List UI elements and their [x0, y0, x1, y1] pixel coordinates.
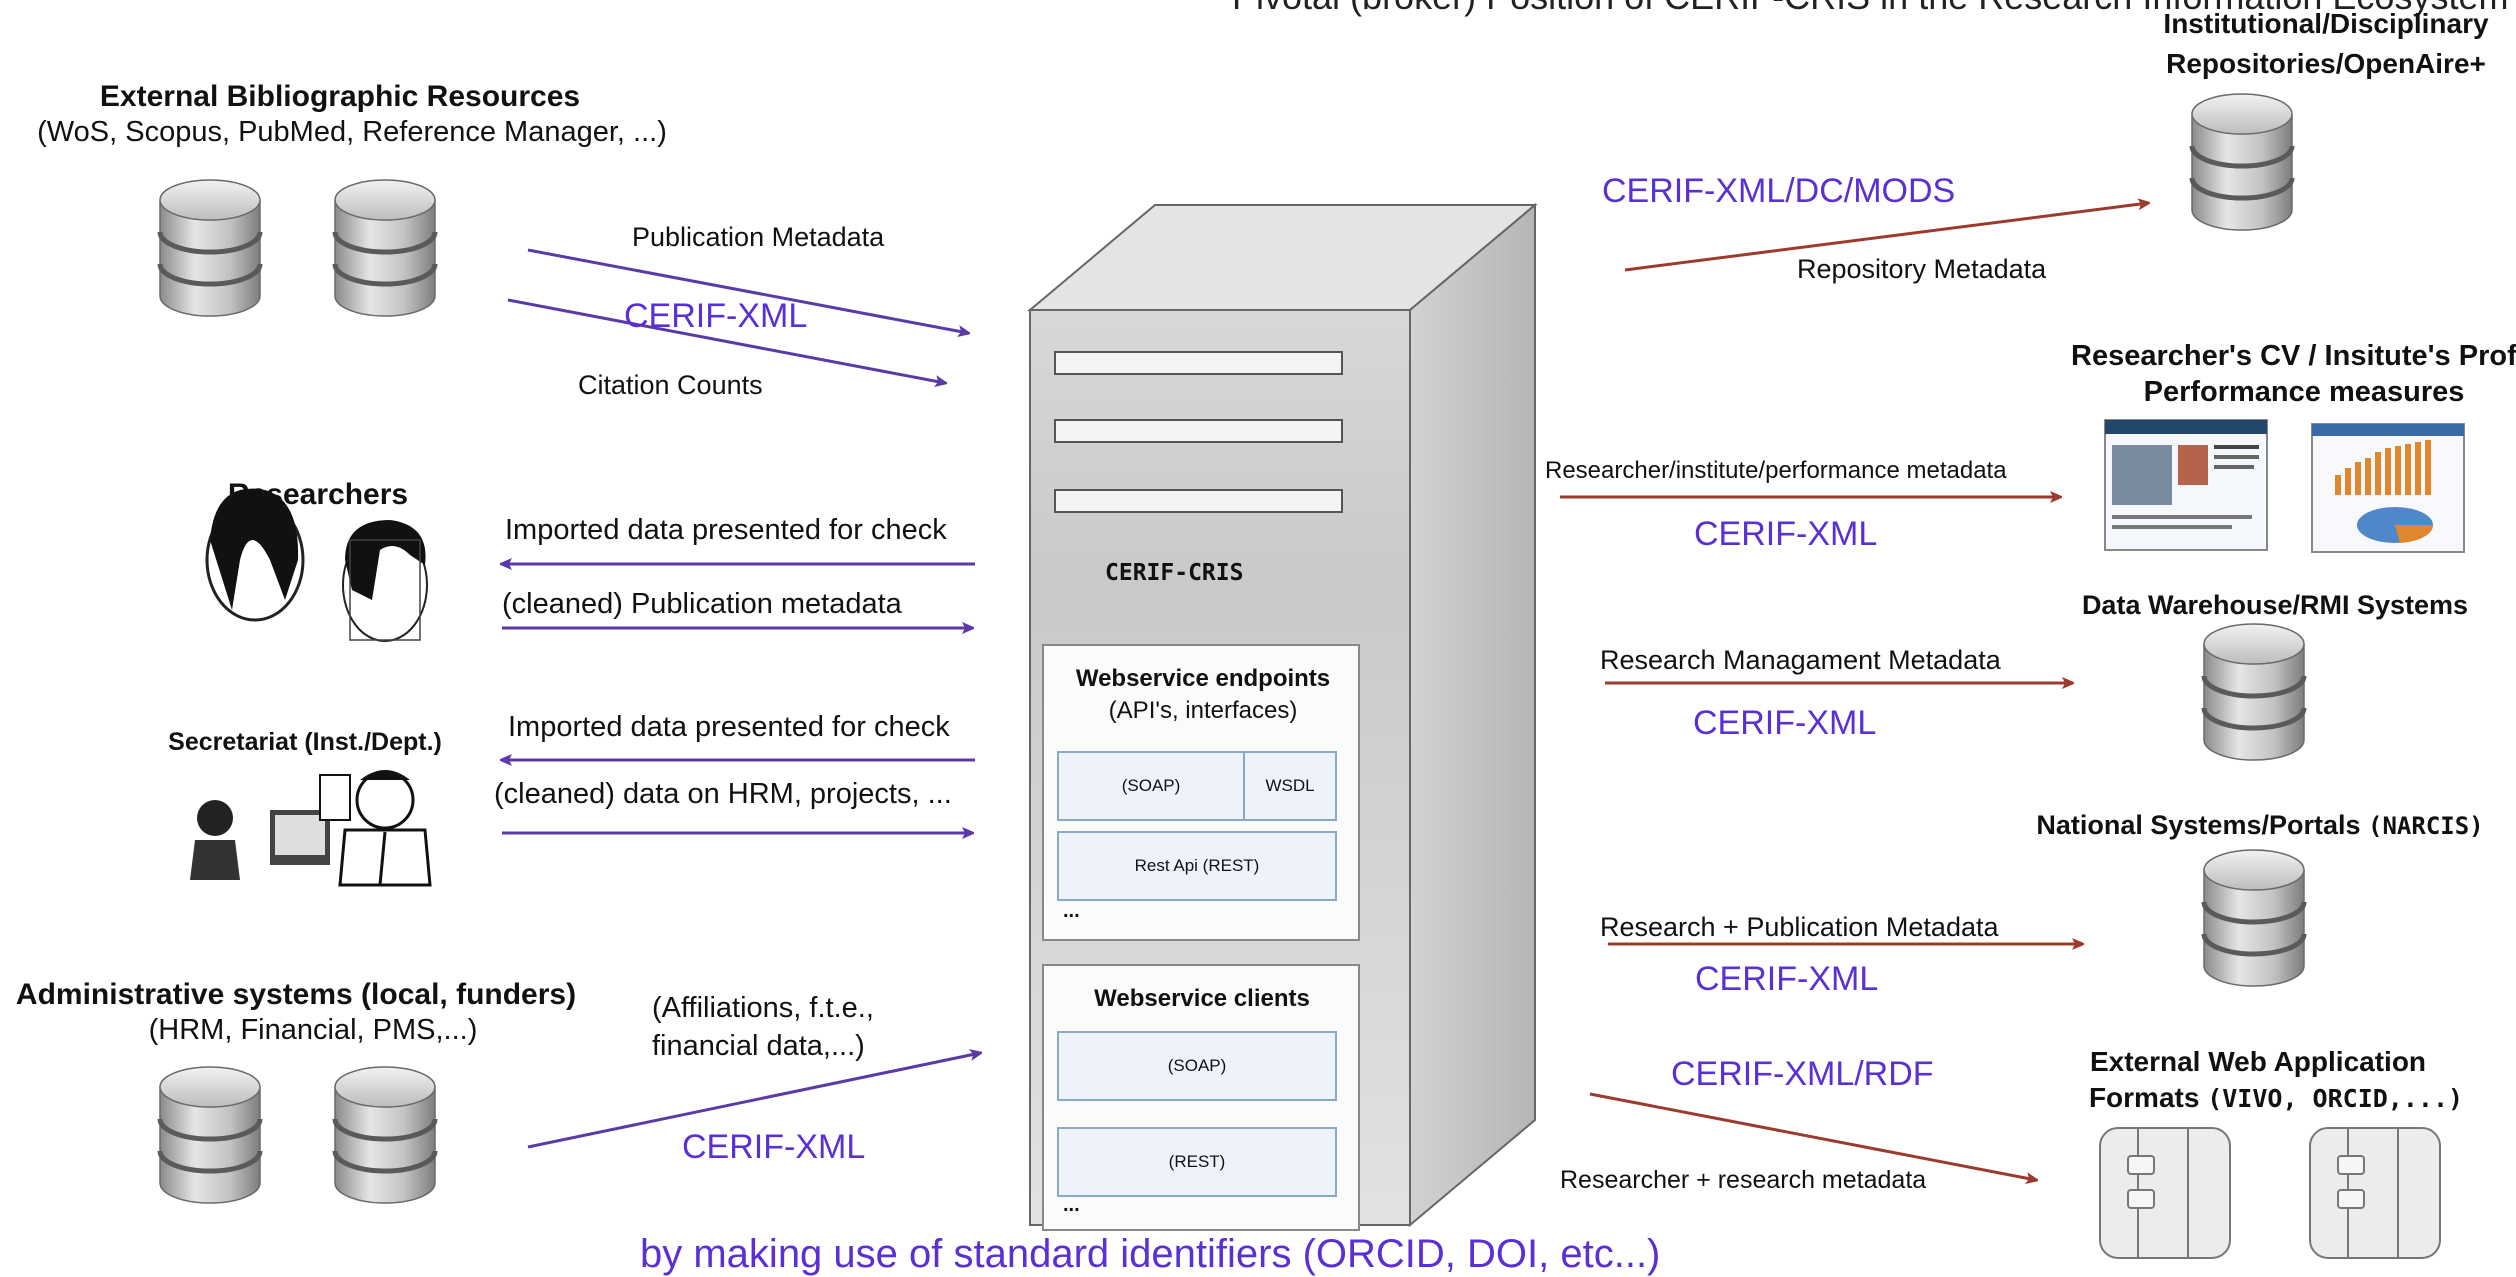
- repository-arrow: [1624, 203, 2148, 272]
- secretariat-title: Secretariat (Inst./Dept.): [168, 728, 442, 756]
- national-title-bold: National Systems/Portals: [2036, 810, 2361, 840]
- footer-note: by making use of standard identifiers (O…: [640, 1232, 1661, 1276]
- webapps-title-1: External Web Application: [2089, 1046, 2427, 1077]
- endpoints-subtitle: (API's, interfaces): [1108, 697, 1298, 724]
- cleaned-hrm-label: (cleaned) data on HRM, projects, ...: [494, 778, 952, 810]
- warehouse-db-icon: [2204, 624, 2304, 760]
- warehouse-title: Data Warehouse/RMI Systems: [2081, 590, 2469, 620]
- administrative-title: Administrative systems (local, funders): [15, 978, 577, 1011]
- cerif-xml-label-a: CERIF-XML: [1694, 515, 1878, 553]
- endpoints-more: ...: [1063, 900, 1080, 922]
- research-pub-label: Research + Publication Metadata: [1600, 912, 1999, 942]
- secretariat-icon: [190, 770, 432, 887]
- clients-more: ...: [1063, 1194, 1080, 1216]
- cerif-xml-label-c: CERIF-XML: [1695, 960, 1879, 998]
- citation-counts-label: Citation Counts: [578, 370, 763, 400]
- cris-server: [1027, 202, 1538, 1231]
- repository-metadata-label: Repository Metadata: [1797, 254, 2047, 284]
- cv-title-1: Researcher's CV / Insitute's Profile: [2071, 340, 2516, 372]
- endpoints-wsdl: WSDL: [1265, 776, 1315, 795]
- cleaned-publication-label: (cleaned) Publication metadata: [502, 588, 902, 620]
- cerif-rdf-label: CERIF-XML/RDF: [1671, 1055, 1934, 1093]
- endpoints-title: Webservice endpoints: [1075, 665, 1331, 692]
- cv-title-2: Performance measures: [2143, 376, 2465, 408]
- national-title: National Systems/Portals (NARCIS): [2036, 810, 2483, 841]
- researchers-icon: [205, 488, 428, 642]
- cerif-xml-label-1: CERIF-XML: [624, 297, 808, 335]
- clients-soap: (SOAP): [1167, 1056, 1227, 1075]
- administrative-subtitle: (HRM, Financial, PMS,...): [148, 1014, 478, 1046]
- admin-db-1-icon: [160, 1067, 260, 1203]
- national-title-light: (NARCIS): [2368, 812, 2484, 840]
- researchers-title: Researchers: [227, 478, 409, 511]
- affiliations-arrow: [527, 1053, 980, 1149]
- affiliations-label-1: (Affiliations, f.t.e.,: [652, 992, 874, 1024]
- researcher-research-label: Researcher + research metadata: [1560, 1166, 1927, 1194]
- endpoints-rest: Rest Api (REST): [1134, 856, 1260, 875]
- affiliations-label-2: financial data,...): [652, 1030, 865, 1062]
- webapps-title-2-text: Formats: [2088, 1082, 2200, 1113]
- publication-metadata-arrow: [527, 248, 968, 333]
- cerif-xml-label-2: CERIF-XML: [682, 1128, 866, 1166]
- national-db-icon: [2204, 850, 2304, 986]
- bibliographic-db-1-icon: [160, 180, 260, 316]
- bibliographic-subtitle: (WoS, Scopus, PubMed, Reference Manager,…: [37, 116, 667, 148]
- cerif-xml-label-b: CERIF-XML: [1693, 704, 1877, 742]
- imported-check-1-label: Imported data presented for check: [505, 514, 947, 546]
- cv-screenshots-icon: [2104, 419, 2465, 553]
- research-mgmt-label: Research Managament Metadata: [1600, 645, 2001, 675]
- citation-counts-arrow: [507, 298, 945, 383]
- clients-rest: (REST): [1168, 1152, 1226, 1171]
- webapp-component-2-icon: [2309, 1127, 2441, 1259]
- researcher-perf-label: Researcher/institute/performance metadat…: [1545, 457, 2007, 484]
- webapps-title-2b: (VIVO, ORCID,...): [2207, 1084, 2464, 1113]
- cerif-dc-mods-label: CERIF-XML/DC/MODS: [1602, 172, 1956, 210]
- cris-label: CERIF-CRIS: [1105, 560, 1244, 586]
- publication-metadata-label: Publication Metadata: [632, 222, 885, 252]
- clients-title: Webservice clients: [1094, 985, 1310, 1012]
- diagram-title: Pivotal (broker) Position of CERIF-CRIS …: [1232, 0, 2508, 18]
- webapps-arrow: [1589, 1092, 2036, 1180]
- imported-check-2-label: Imported data presented for check: [508, 711, 950, 743]
- bibliographic-title: External Bibliographic Resources: [99, 80, 581, 113]
- webapp-component-1-icon: [2099, 1127, 2231, 1259]
- webapps-title-2: Formats (VIVO, ORCID,...): [2089, 1082, 2463, 1114]
- repositories-title-2: Repositories/OpenAire+: [2166, 48, 2486, 79]
- bibliographic-db-2-icon: [335, 180, 435, 316]
- repositories-title-1: Institutional/Disciplinary: [2163, 8, 2489, 39]
- admin-db-2-icon: [335, 1067, 435, 1203]
- repository-db-icon: [2192, 94, 2292, 230]
- endpoints-soap: (SOAP): [1121, 776, 1181, 795]
